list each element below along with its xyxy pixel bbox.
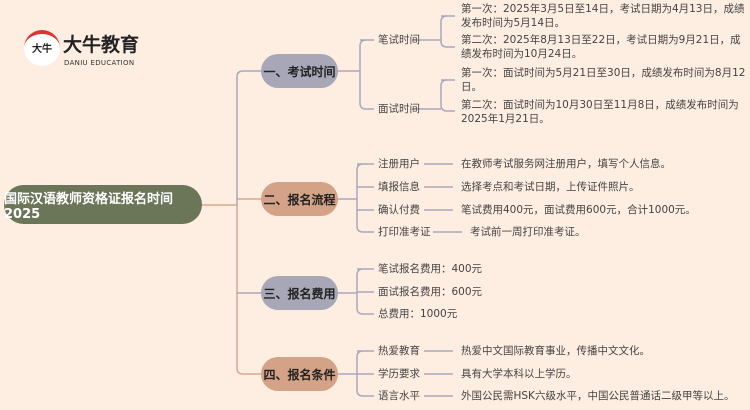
written-exam-first: 第一次：2025年3月5日至14日，考试日期为4月13日，成绩发布时间为5月14… (461, 3, 745, 29)
step-detail: 考试前一周打印准考证。 (470, 226, 586, 238)
branch-registration-process: 二、报名流程 (261, 182, 338, 216)
step-detail: 笔试费用400元，面试费用600元，合计1000元。 (461, 204, 696, 216)
branch-registration-fee: 三、报名费用 (261, 276, 338, 310)
condition-label: 学历要求 (378, 368, 420, 380)
logo-mark: 大牛 (24, 30, 60, 66)
step-detail: 在教师考试服务网注册用户，填写个人信息。 (461, 158, 671, 170)
interview-first: 第一次：面试时间为5月21日至30日，成绩发布时间为8月12日。 (461, 67, 746, 93)
root-node: 国际汉语教师资格证报名时间2025 (4, 185, 202, 224)
condition-detail: 具有大学本科以上学历。 (461, 368, 577, 380)
step-label: 填报信息 (378, 181, 420, 193)
condition-detail: 外国公民需HSK六级水平，中国公民普通话二级甲等以上。 (461, 390, 735, 402)
step-detail: 选择考点和考试日期，上传证件照片。 (461, 181, 640, 193)
fee-item: 面试报名费用：600元 (378, 286, 483, 298)
fee-item: 总费用：1000元 (378, 308, 458, 320)
logo-subtitle: DANIU EDUCATION (64, 59, 135, 67)
interview-second: 第二次：面试时间为10月30日至11月8日，成绩发布时间为2025年1月21日。 (461, 99, 739, 125)
interview-label: 面试时间 (378, 103, 420, 115)
condition-label: 热爱教育 (378, 345, 420, 357)
written-exam-second: 第二次：2025年8月13日至22日，考试日期为9月21日，成绩发布时间为10月… (461, 34, 741, 60)
logo-name: 大牛教育 (63, 34, 140, 56)
condition-label: 语言水平 (378, 390, 420, 402)
branch-exam-time: 一、考试时间 (261, 54, 338, 88)
step-label: 注册用户 (378, 158, 420, 170)
condition-detail: 热爱中文国际教育事业，传播中文文化。 (461, 345, 650, 357)
step-label: 确认付费 (378, 204, 420, 216)
step-label: 打印准考证 (378, 226, 431, 238)
branch-registration-conditions: 四、报名条件 (261, 357, 338, 391)
fee-item: 笔试报名费用：400元 (378, 263, 483, 275)
written-exam-label: 笔试时间 (378, 34, 420, 46)
